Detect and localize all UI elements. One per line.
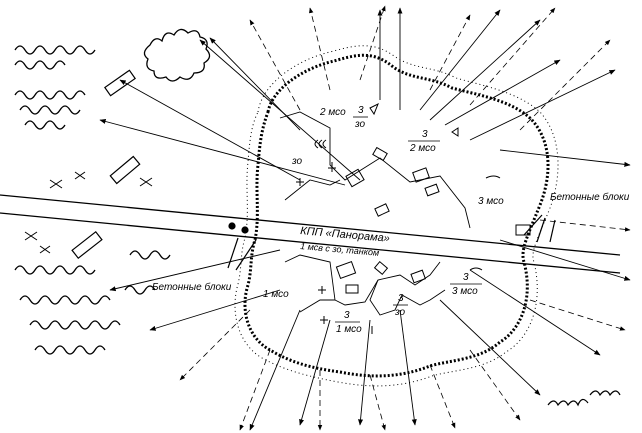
mine-markers (24, 171, 153, 254)
labels: КПП «Панорама» 1 мсв с зо, танком Бетонн… (152, 105, 630, 335)
bottom-right-vegetation-2 (589, 390, 621, 397)
unit-3-zo-bottom-den: зо (394, 307, 406, 318)
unit-3-1mso-num: 3 (344, 310, 350, 321)
unit-3-2mso-den: 2 мсо (409, 143, 436, 154)
fire-arrows (99, 7, 631, 431)
unit-zo-left-label: зо (291, 156, 303, 167)
bottom-right-vegetation (547, 398, 589, 407)
unit-3-3mso-den: 3 мсо (452, 286, 478, 297)
unit-3-zo-top-num: 3 (358, 105, 364, 116)
unit-symbols (296, 102, 531, 334)
vegetation-left (14, 45, 171, 355)
unit-3-1mso-den: 1 мсо (336, 324, 362, 335)
vehicle-icons (71, 69, 141, 260)
concrete-blocks-right-label: Бетонные блоки (550, 191, 630, 203)
unit-2mso-label: 2 мсо (319, 107, 346, 118)
perimeter-trench (234, 45, 559, 387)
checkpoint-sub-label: 1 мсв с зо, танком (300, 241, 380, 258)
concrete-block-markers (227, 214, 556, 271)
unit-3-2mso-num: 3 (422, 129, 428, 140)
concrete-blocks-left-label: Бетонные блоки (152, 281, 232, 293)
unit-zo-top-den: зо (354, 119, 366, 130)
sector-boundaries (279, 111, 471, 316)
unit-3mso-label: 3 мсо (478, 196, 504, 207)
observation-arrows (179, 5, 631, 431)
unit-3-3mso-num: 3 (463, 272, 469, 283)
unit-3-zo-bottom-num: 3 (398, 293, 404, 304)
unit-1mso-label: 1 мсо (263, 289, 289, 300)
forest-patch (143, 28, 211, 82)
